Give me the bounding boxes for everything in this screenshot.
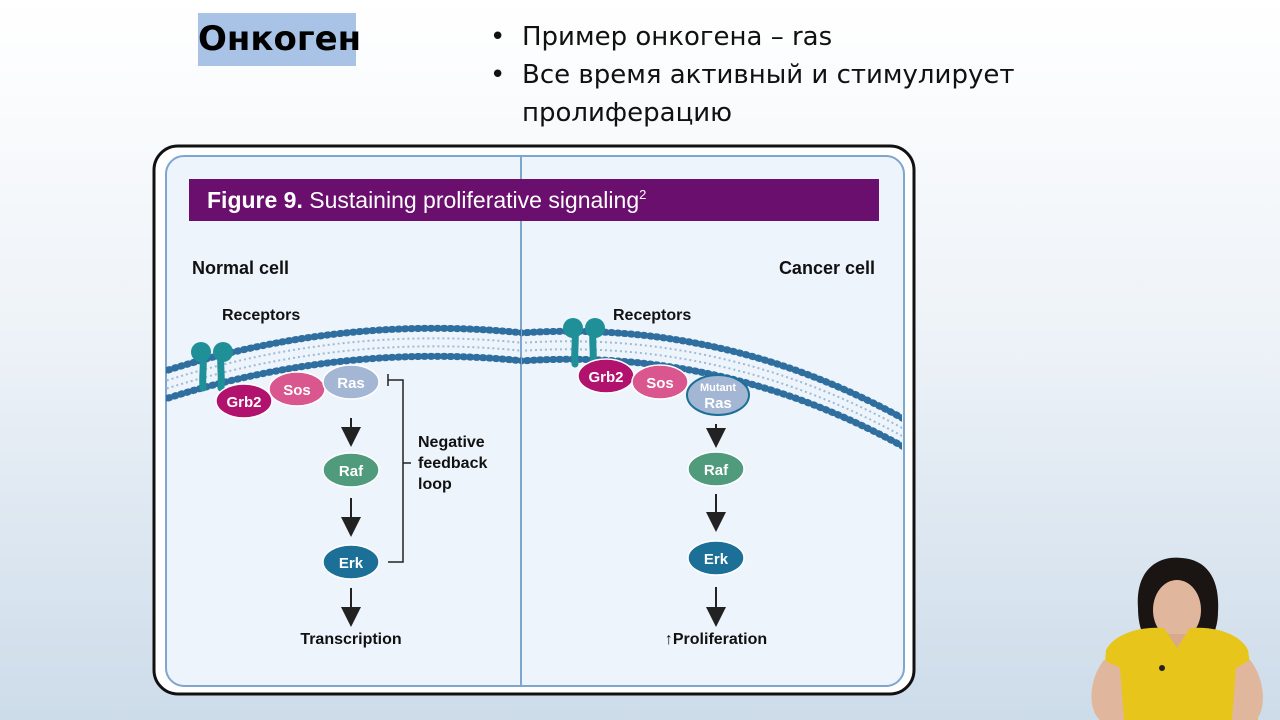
normal-ras-node xyxy=(322,364,380,400)
normal-ras-label: Ras xyxy=(337,375,365,392)
cancer-sos-node xyxy=(631,364,689,400)
figure-banner xyxy=(189,179,879,221)
cancer-raf-label: Raf xyxy=(704,462,729,479)
cancer-ras-label: Ras xyxy=(704,395,732,412)
cancer-mutant-label: Mutant xyxy=(700,382,736,394)
bullet-list: Пример онкогена – ras Все время активный… xyxy=(490,18,1050,132)
slide-title: Онкоген xyxy=(198,13,361,66)
normal-raf-node xyxy=(322,452,380,488)
normal-erk-node xyxy=(322,544,380,580)
cancer-erk-node xyxy=(687,540,745,576)
membrane-normal xyxy=(166,324,521,403)
cancer-output-label: ↑Proliferation xyxy=(665,631,767,648)
normal-grb2-node xyxy=(215,383,273,419)
presenter-face xyxy=(1153,580,1201,640)
cancer-mutant-ras-node xyxy=(686,374,750,416)
bullet-item: Пример онкогена – ras xyxy=(490,18,1050,56)
cancer-grb2-label: Grb2 xyxy=(588,369,623,386)
normal-output-label: Transcription xyxy=(300,631,401,648)
cancer-receptors-label: Receptors xyxy=(613,307,691,324)
normal-raf-label: Raf xyxy=(339,463,364,480)
cancer-cell-title: Cancer cell xyxy=(779,258,875,278)
figure-banner-text: Figure 9. Sustaining proliferative signa… xyxy=(207,187,646,213)
cancer-raf-node xyxy=(687,451,745,487)
normal-receptors-label: Receptors xyxy=(222,307,300,324)
figure-diagram: Figure 9. Sustaining proliferative signa… xyxy=(152,144,916,696)
cancer-erk-label: Erk xyxy=(704,551,729,568)
presenter-microphone xyxy=(1159,665,1165,671)
normal-cell-title: Normal cell xyxy=(192,258,289,278)
presenter-shirt xyxy=(1100,627,1258,720)
cancer-sos-label: Sos xyxy=(646,375,674,392)
figure-inner-frame xyxy=(165,155,905,687)
feedback-loop-bracket xyxy=(388,379,404,563)
normal-grb2-label: Grb2 xyxy=(226,394,261,411)
presenter-right-arm xyxy=(1232,660,1263,720)
bullet-item: Все время активный и стимулирует пролифе… xyxy=(490,56,1050,132)
feedback-loop-label: Negative feedback loop xyxy=(418,434,492,493)
presenter-video xyxy=(1091,557,1263,720)
normal-erk-label: Erk xyxy=(339,555,364,572)
presenter-left-arm xyxy=(1091,660,1124,720)
normal-sos-label: Sos xyxy=(283,382,311,399)
